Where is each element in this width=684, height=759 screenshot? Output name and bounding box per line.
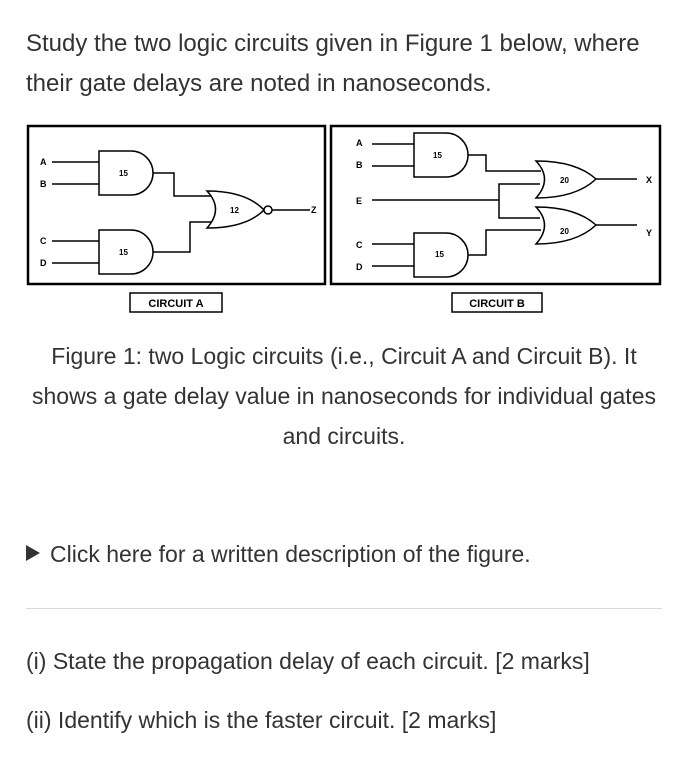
or-gate-b4 (534, 206, 598, 245)
circuit-a-label-box (129, 292, 223, 313)
circuit-a-delay-2: 15 (119, 248, 128, 257)
circuit-b-input-e: E (356, 196, 362, 206)
and-gate-a1 (98, 150, 154, 196)
circuit-b-gates (413, 132, 598, 278)
figure-caption: Figure 1: two Logic circuits (i.e., Circ… (32, 343, 656, 449)
circuit-a-output-z: Z (311, 205, 317, 215)
circuit-a-input-b: B (40, 179, 47, 189)
circuit-b-delay-3: 20 (560, 176, 569, 185)
question-2: (ii) Identify which is the faster circui… (26, 707, 497, 733)
nand-gate-a3 (205, 190, 266, 229)
figure-description-toggle[interactable]: Click here for a written description of … (26, 534, 531, 574)
circuit-b-label: CIRCUIT B (469, 298, 525, 310)
circuit-a-wires (52, 161, 310, 264)
circuit-b-input-a: A (356, 138, 363, 148)
inversion-bubble (263, 205, 273, 215)
circuit-a-input-d: D (40, 258, 47, 268)
circuit-a-delay-3: 12 (230, 206, 239, 215)
circuit-b-input-c: C (356, 240, 363, 250)
circuit-b-delay-2: 15 (435, 250, 444, 259)
figure-description-label: Click here for a written description of … (50, 541, 531, 567)
question-1: (i) State the propagation delay of each … (26, 648, 590, 674)
circuit-b-delay-4: 20 (560, 227, 569, 236)
circuit-a-delay-1: 15 (119, 169, 128, 178)
circuit-a-frame (26, 124, 327, 286)
and-gate-b1 (413, 132, 469, 178)
and-gate-b2 (413, 232, 469, 278)
figure-1: A B C D 15 15 12 Z CIRCUIT A A B E C D 1… (26, 124, 662, 313)
circuit-b-input-d: D (356, 262, 363, 272)
circuit-b-wires (372, 143, 637, 267)
intro-text: Study the two logic circuits given in Fi… (26, 30, 640, 97)
or-gate-b3 (534, 160, 598, 199)
circuit-b-output-y: Y (646, 228, 652, 238)
circuit-b-delay-1: 15 (433, 151, 442, 160)
disclosure-triangle-icon (26, 545, 40, 561)
divider (26, 608, 662, 609)
circuit-a-input-a: A (40, 157, 47, 167)
circuit-b-label-box (451, 292, 543, 313)
circuit-a-gates (98, 150, 273, 275)
circuit-a-input-c: C (40, 236, 47, 246)
and-gate-a2 (98, 229, 154, 275)
circuit-b-input-b: B (356, 160, 363, 170)
circuit-b-output-x: X (646, 175, 652, 185)
circuit-a-label: CIRCUIT A (148, 298, 203, 310)
circuit-b-frame (329, 124, 662, 286)
